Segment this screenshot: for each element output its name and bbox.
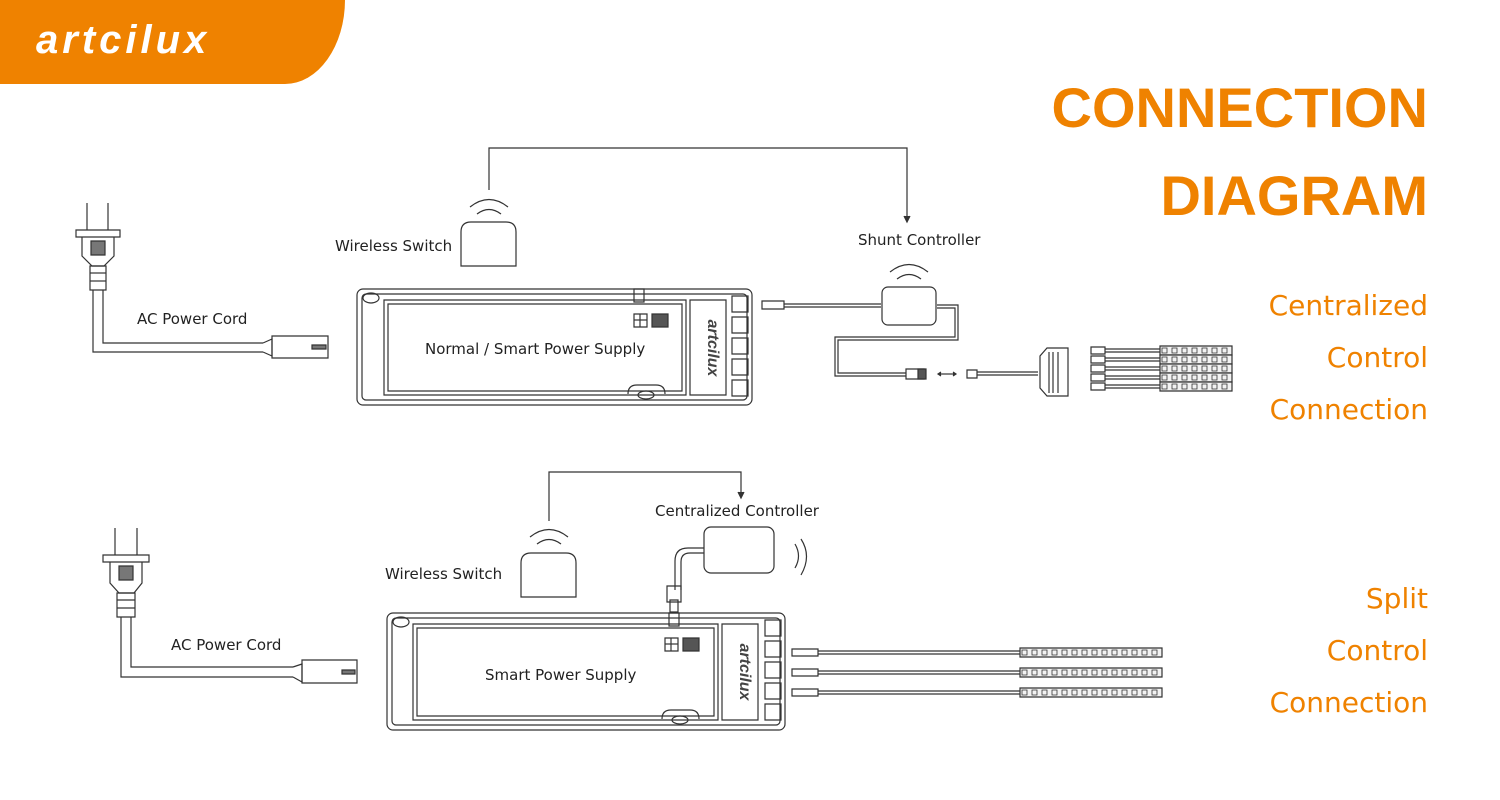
led-strip-icon	[1091, 355, 1232, 364]
led-strip-icon	[792, 688, 1162, 697]
led-strip-icon	[792, 648, 1162, 657]
power-supply-box-icon: artcilux	[357, 289, 752, 405]
ac-plug-icon	[76, 203, 120, 290]
section-label-line: Control	[1326, 341, 1428, 374]
centralized-controller-icon	[667, 527, 807, 612]
controller-label-2: Centralized Controller	[655, 502, 819, 520]
ac-cord	[93, 290, 328, 358]
led-strip-icon	[1091, 346, 1232, 355]
power-supply-label-2: Smart Power Supply	[485, 666, 637, 684]
device-logo: artcilux	[736, 644, 753, 702]
ac-cord	[121, 617, 357, 683]
controller-label-1: Shunt Controller	[858, 231, 981, 249]
section-label-line: Connection	[1269, 393, 1428, 426]
section-label-split: Split Control Connection	[1270, 573, 1428, 729]
led-strip-group-2	[792, 648, 1162, 697]
led-strip-group-1	[1091, 346, 1232, 391]
section-label-line: Split	[1365, 582, 1428, 615]
brand-logo-tab: artcilux	[0, 0, 345, 84]
wireless-switch-label-1: Wireless Switch	[335, 237, 453, 255]
shunt-controller-wiring	[762, 301, 1038, 379]
ac-plug-icon	[103, 528, 149, 617]
section-label-centralized: Centralized Control Connection	[1269, 280, 1428, 436]
shunt-controller-icon	[882, 265, 936, 326]
page-title-line1: CONNECTION	[1051, 76, 1428, 139]
ac-cord-label-1: AC Power Cord	[137, 310, 248, 328]
section-label-line: Connection	[1269, 686, 1428, 719]
wireless-switch-icon	[521, 530, 576, 598]
wireless-switch-label-2: Wireless Switch	[385, 565, 503, 583]
led-strip-icon	[1091, 382, 1232, 391]
wireless-switch-icon	[461, 200, 516, 267]
ac-cord-label-2: AC Power Cord	[171, 636, 282, 654]
power-supply-label-1: Normal / Smart Power Supply	[425, 340, 646, 358]
section-label-line: Centralized	[1268, 289, 1428, 322]
page-title-line2: DIAGRAM	[1160, 164, 1428, 227]
brand-logo: artcilux	[36, 18, 211, 62]
led-strip-icon	[1091, 364, 1232, 373]
device-logo: artcilux	[704, 320, 721, 378]
section-label-line: Control	[1326, 634, 1428, 667]
led-strip-icon	[1091, 373, 1232, 382]
power-supply-box-icon: artcilux	[387, 613, 785, 730]
signal-link-line	[549, 472, 744, 521]
distribution-hub-icon	[1040, 348, 1068, 396]
led-strip-icon	[792, 668, 1162, 677]
signal-link-line	[489, 148, 910, 222]
